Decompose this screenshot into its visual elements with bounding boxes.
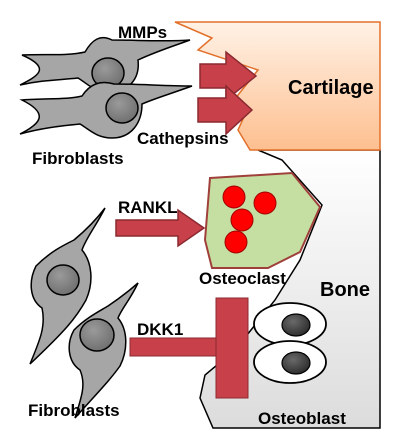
label-dkk1: DKK1: [137, 320, 183, 339]
osteoclast-nucleus: [222, 185, 246, 209]
fibroblast-cell-top: [19, 36, 191, 93]
dkk1-inhibitor-bar: [215, 297, 249, 399]
osteoclast-nucleus: [230, 208, 254, 232]
osteoclast-nucleus: [253, 191, 277, 215]
osteoblast-cell-bottom: [253, 340, 327, 384]
label-fibroblasts-top: Fibroblasts: [32, 149, 124, 168]
label-cartilage: Cartilage: [288, 77, 374, 99]
label-cathepsins: Cathepsins: [137, 129, 229, 148]
mmps-arrow: [199, 50, 258, 102]
label-bone: Bone: [320, 279, 370, 301]
fibroblast-cell-right: [68, 282, 139, 419]
fibroblast-cell-left: [29, 207, 106, 365]
dkk1-inhibitor-stem: [129, 337, 217, 357]
rankl-arrow: [115, 208, 206, 248]
label-rankl: RANKL: [118, 198, 178, 217]
label-fibroblasts-bottom: Fibroblasts: [28, 401, 120, 420]
fibroblast-cell-bottom: [19, 81, 193, 139]
osteoclast-nucleus: [224, 230, 248, 254]
osteoblast-cell-top: [253, 302, 327, 346]
label-osteoclast: Osteoclast: [199, 269, 286, 288]
cathepsins-arrow: [197, 84, 254, 136]
label-mmps: MMPs: [118, 23, 167, 42]
label-osteoblast: Osteoblast: [258, 409, 346, 428]
